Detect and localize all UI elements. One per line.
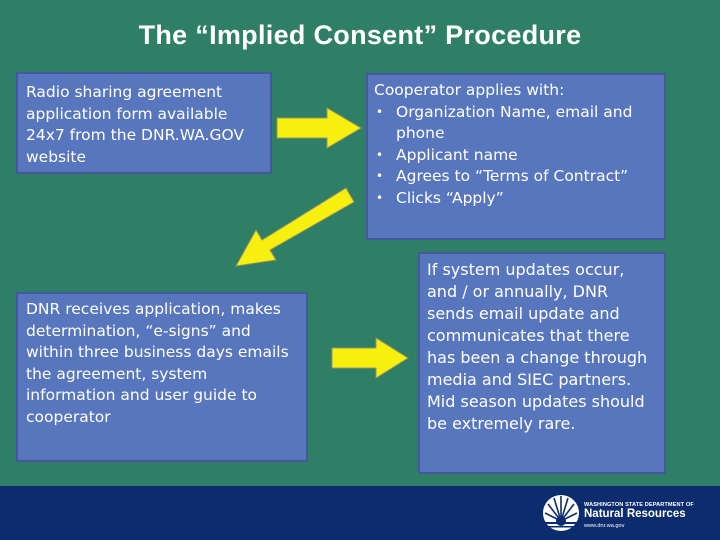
- step-form-available-box: Radio sharing agreement application form…: [16, 72, 272, 174]
- step-system-updates-box: If system updates occur, and / or annual…: [418, 252, 666, 474]
- bullet-item: Organization Name, email and phone: [374, 102, 658, 145]
- step-dnr-receives-text: DNR receives application, makes determin…: [26, 300, 289, 426]
- bullet-item: Agrees to “Terms of Contract”: [374, 166, 658, 188]
- step-cooperator-applies-box: Cooperator applies with: Organization Na…: [366, 73, 666, 240]
- page-title: The “Implied Consent” Procedure: [138, 20, 582, 50]
- bullet-item: Clicks “Apply”: [374, 188, 658, 210]
- step-form-available-text: Radio sharing agreement application form…: [26, 83, 244, 166]
- arrow-down-left-icon: [235, 187, 355, 267]
- step-dnr-receives-box: DNR receives application, makes determin…: [16, 292, 308, 462]
- logo-url: www.dnr.wa.gov: [584, 523, 625, 529]
- step-system-updates-text: If system updates occur, and / or annual…: [427, 260, 648, 433]
- footer-bar: [0, 486, 720, 540]
- step-cooperator-applies-heading: Cooperator applies with:: [374, 81, 565, 99]
- logo-department-line: WASHINGTON STATE DEPARTMENT OF: [584, 502, 694, 508]
- dnr-sunburst-logo-icon: [543, 495, 579, 531]
- logo-agency-name: Natural Resources: [584, 508, 686, 520]
- arrow-right-icon: [331, 337, 409, 379]
- bullet-item: Applicant name: [374, 145, 658, 167]
- arrow-right-icon: [276, 107, 362, 149]
- dnr-logo-text: WASHINGTON STATE DEPARTMENT OF Natural R…: [584, 502, 694, 529]
- applies-bullet-list: Organization Name, email and phone Appli…: [374, 102, 658, 210]
